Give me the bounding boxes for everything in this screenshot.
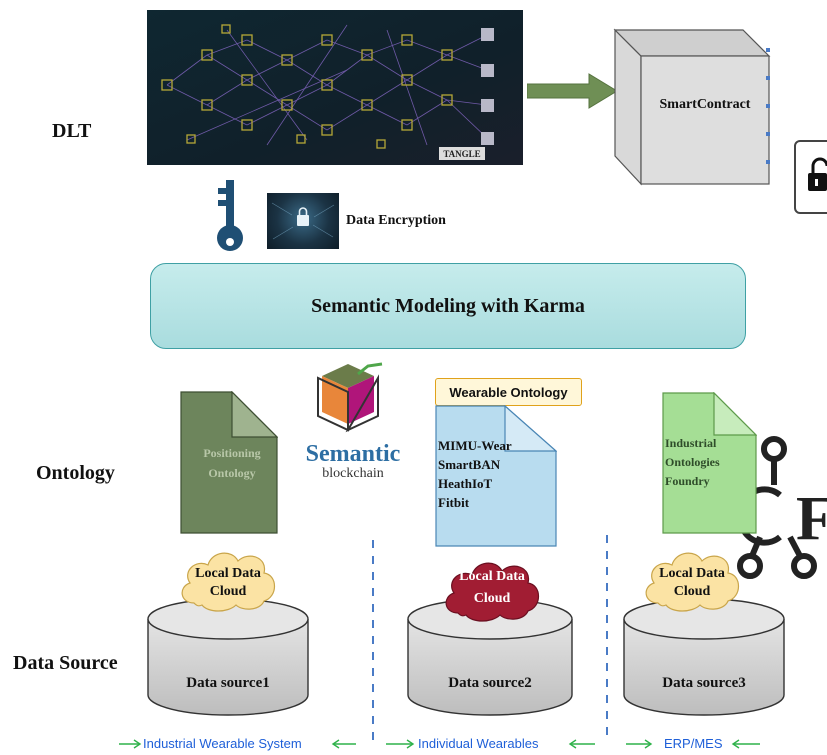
row-label-dlt: DLT (52, 120, 92, 142)
local-data-cloud-3: Local Data Cloud (645, 552, 740, 612)
cloud-3-line1: Local Data (659, 566, 725, 581)
semantic-modeling-label: Semantic Modeling with Karma (311, 294, 585, 317)
local-data-cloud-2: Local Data Cloud (445, 562, 540, 622)
wearable-ontology-doc: MIMU-Wear SmartBAN HeathIoT Fitbit (435, 405, 557, 547)
dotted-connector (766, 48, 770, 164)
data-source-2-label: Data source2 (448, 675, 531, 691)
group-label-individual-wearables: Individual Wearables (418, 736, 539, 751)
tangle-image: TANGLE (147, 10, 523, 165)
industrial-ontology-line1: Industrial (665, 436, 717, 450)
encryption-image (267, 193, 339, 249)
positioning-ontology-line1: Positioning (203, 446, 260, 460)
key-icon (217, 180, 243, 251)
padlock-icon (794, 140, 827, 214)
group-3-left-arrow-icon (626, 739, 653, 749)
industrial-ontology-line2: Ontologies (665, 455, 720, 469)
industrial-ontology-doc: Industrial Ontologies Foundry (662, 392, 757, 534)
cloud-2-line1: Local Data (459, 569, 525, 584)
wearable-item-2: HeathIoT (438, 476, 493, 491)
cloud-3-line2: Cloud (674, 584, 711, 599)
group-1-right-arrow-icon (331, 739, 356, 749)
separator-line-2 (606, 535, 608, 740)
smartcontract-label: SmartContract (660, 97, 751, 112)
cloud-2-line2: Cloud (474, 591, 511, 606)
wearable-item-3: Fitbit (438, 495, 470, 510)
data-source-1-label: Data source1 (186, 675, 269, 691)
of-logo: F (737, 436, 827, 579)
data-source-3-label: Data source3 (662, 675, 745, 691)
data-source-1-cylinder: Data source1 (147, 598, 309, 716)
wearable-item-1: SmartBAN (438, 457, 501, 472)
positioning-ontology-doc: Positioning Ontology (180, 391, 278, 534)
row-label-ontology: Ontology (36, 462, 115, 484)
separator-line-1 (372, 540, 374, 740)
group-2-right-arrow-icon (568, 739, 595, 749)
positioning-ontology-line2: Ontology (208, 466, 255, 480)
svg-text:F: F (796, 485, 827, 553)
group-3-right-arrow-icon (731, 739, 760, 749)
wearable-item-0: MIMU-Wear (438, 438, 512, 453)
group-label-industrial-wearable-system: Industrial Wearable System (143, 736, 302, 751)
arrow-to-smartcontract-icon (527, 73, 618, 109)
data-encryption-label: Data Encryption (346, 213, 446, 228)
group-2-left-arrow-icon (386, 739, 415, 749)
semantic-modeling-box: Semantic Modeling with Karma (150, 263, 746, 349)
semantic-blockchain-logo: Semantic blockchain (306, 362, 401, 481)
local-data-cloud-1: Local Data Cloud (181, 552, 276, 612)
group-label-erp-mes: ERP/MES (664, 736, 723, 751)
industrial-ontology-line3: Foundry (665, 474, 710, 488)
cloud-1-line1: Local Data (195, 566, 261, 581)
tangle-label: TANGLE (443, 149, 480, 159)
smartcontract-cube: SmartContract (613, 28, 771, 186)
group-1-left-arrow-icon (119, 739, 142, 749)
row-label-data-source: Data Source (13, 652, 118, 674)
cloud-1-line2: Cloud (210, 584, 247, 599)
semantic-logo-text: Semantic (306, 441, 401, 467)
data-source-3-cylinder: Data source3 (623, 598, 785, 716)
wearable-ontology-badge: Wearable Ontology (435, 378, 582, 406)
blockchain-logo-text: blockchain (322, 466, 383, 481)
